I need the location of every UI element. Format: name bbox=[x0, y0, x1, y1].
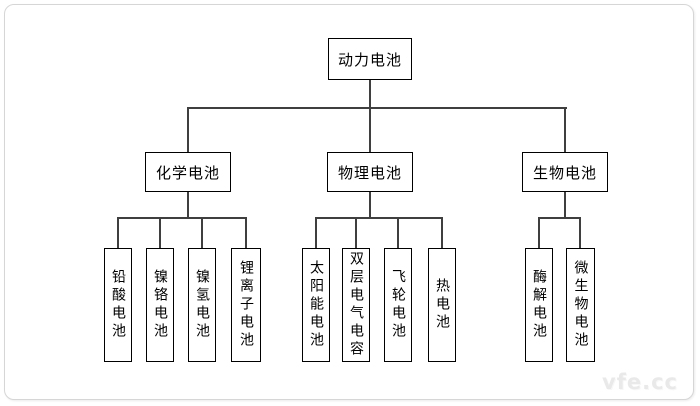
connector-physical-bus bbox=[315, 217, 443, 219]
connector-root-stem bbox=[369, 80, 371, 109]
node-nickel-chromium-battery: 镍铬电池 bbox=[146, 248, 174, 362]
node-lead-acid-battery: 铅酸电池 bbox=[104, 248, 132, 362]
connector-drop-enzymatic bbox=[538, 217, 540, 248]
connector-chemical-stem bbox=[187, 192, 189, 219]
node-solar-battery: 太阳能电池 bbox=[302, 248, 330, 362]
node-enzymatic-battery: 酶解电池 bbox=[525, 248, 553, 362]
node-microbial-battery: 微生物电池 bbox=[566, 248, 595, 362]
node-nickel-hydrogen-battery: 镍氢电池 bbox=[188, 248, 216, 362]
connector-drop-flywheel bbox=[397, 217, 399, 248]
connector-drop-nickel-chromium bbox=[159, 217, 161, 248]
connector-drop-biological bbox=[564, 107, 566, 152]
connector-drop-lead-acid bbox=[117, 217, 119, 248]
connector-biological-bus bbox=[538, 217, 581, 219]
node-lithium-ion-battery: 锂离子电池 bbox=[231, 248, 261, 362]
connector-drop-chemical bbox=[187, 107, 189, 152]
connector-drop-nickel-hydrogen bbox=[201, 217, 203, 248]
connector-drop-thermal bbox=[441, 217, 443, 248]
node-flywheel-battery: 飞轮电池 bbox=[384, 248, 412, 362]
connector-drop-capacitor bbox=[355, 217, 357, 248]
connector-level1-bus bbox=[187, 107, 567, 109]
connector-drop-physical bbox=[369, 107, 371, 152]
connector-drop-lithium-ion bbox=[245, 217, 247, 248]
node-double-layer-capacitor: 双层电气电容 bbox=[342, 248, 370, 362]
connector-drop-solar bbox=[315, 217, 317, 248]
node-thermal-battery: 热电池 bbox=[428, 248, 456, 362]
connector-drop-microbial bbox=[579, 217, 581, 248]
node-physical-battery: 物理电池 bbox=[327, 152, 413, 192]
watermark-vfe: vfe.cc bbox=[602, 370, 678, 394]
connector-chemical-bus bbox=[117, 217, 247, 219]
node-chemical-battery: 化学电池 bbox=[145, 152, 231, 192]
node-power-battery: 动力电池 bbox=[328, 38, 412, 80]
node-biological-battery: 生物电池 bbox=[522, 152, 608, 192]
connector-physical-stem bbox=[369, 192, 371, 219]
connector-biological-stem bbox=[564, 192, 566, 219]
